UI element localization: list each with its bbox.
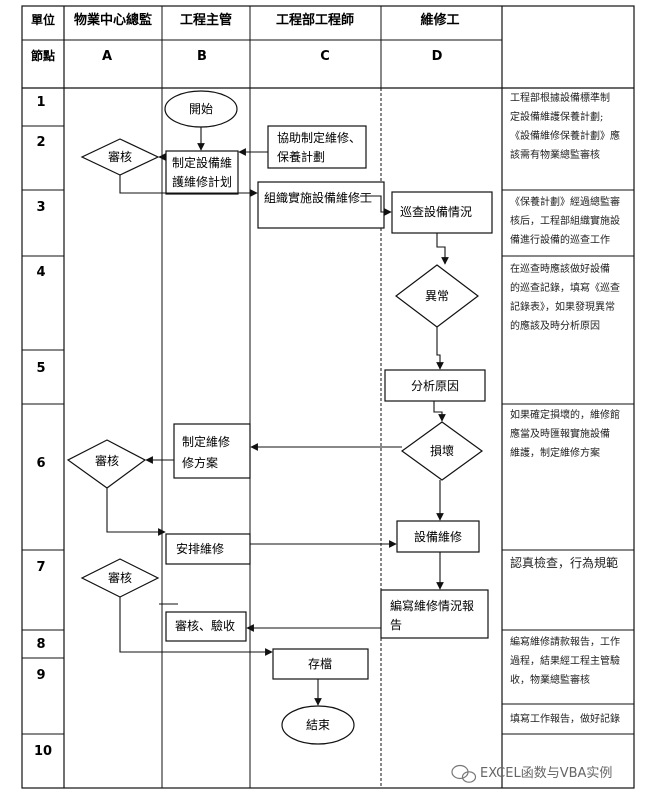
archive-process [272, 648, 369, 680]
note-separators [502, 189, 634, 735]
svg-text:《保養計劃》經過總監審: 《保養計劃》經過總監審 [510, 195, 620, 208]
row-separators [22, 125, 64, 735]
damage-decision [400, 421, 484, 481]
archive-label: 存檔 [308, 657, 332, 671]
wechat-icon [451, 764, 477, 783]
assist-process [267, 125, 367, 169]
start-label: 開始 [189, 102, 213, 116]
watermark: EXCEL函数与VBA实例 [451, 764, 612, 783]
svg-text:填寫工作報告，做好記錄: 填寫工作報告，做好記錄 [510, 712, 620, 725]
row-number-5: 5 [36, 361, 45, 376]
repair-plan-process [173, 423, 251, 479]
row-number-1: 1 [36, 95, 45, 110]
row-number-2: 2 [36, 135, 45, 150]
node-header: 節點 [31, 48, 55, 63]
row-number-8: 8 [36, 637, 45, 652]
svg-text:備進行設備的巡查工作: 備進行設備的巡查工作 [510, 233, 610, 246]
repair-plan-label-line2: 修方案 [182, 455, 218, 470]
report-label-line2: 告 [390, 618, 402, 632]
unit-header: 單位 [31, 12, 55, 27]
svg-text:該需有物業總監審核: 該需有物業總監審核 [510, 148, 600, 161]
end-terminal [281, 705, 355, 745]
analyze-label: 分析原因 [411, 379, 459, 393]
row-number-6: 6 [36, 456, 45, 471]
note-2: 《保養計劃》經過總監審 核后，工程部組織實施設 備進行設備的巡查工作 [510, 195, 620, 246]
lane-title-d: 維修工 [420, 12, 459, 28]
svg-text:記錄表》，如果發現異常: 記錄表》，如果發現異常 [510, 300, 615, 313]
svg-text:核后，工程部組織實施設: 核后，工程部組織實施設 [510, 214, 620, 227]
svg-text:編寫維修請款報告，工作: 編寫維修請款報告，工作 [510, 635, 620, 648]
plan-label-line1: 制定設備維 [172, 155, 232, 170]
svg-text:《設備維修保養計劃》應: 《設備維修保養計劃》應 [510, 129, 620, 142]
svg-text:的巡查記錄，填寫《巡查: 的巡查記錄，填寫《巡查 [510, 281, 620, 294]
note-7: 填寫工作報告，做好記錄 [510, 712, 620, 725]
lane-letter-a: A [102, 49, 112, 64]
lane-letter-b: B [197, 49, 207, 64]
svg-text:過程，結果經工程主管驗: 過程，結果經工程主管驗 [510, 654, 620, 667]
end-label: 結束 [306, 718, 330, 732]
arrange-label: 安排維修 [176, 541, 224, 556]
row-number-10: 10 [34, 744, 52, 759]
damage-label: 損壞 [430, 443, 454, 458]
lane-letter-d: D [432, 49, 443, 64]
note-6: 編寫維修請款報告，工作 過程，結果經工程主管驗 收，物業總監審核 [510, 635, 620, 686]
accept-label: 審核、驗收 [175, 618, 235, 633]
review-label-1: 審核 [108, 149, 132, 164]
plan-process [165, 150, 239, 195]
svg-text:定設備維護保養計劃;: 定設備維護保養計劃; [510, 110, 603, 123]
note-3: 在巡查時應該做好設備 的巡查記錄，填寫《巡查 記錄表》，如果發現異常 的應該及時… [510, 262, 620, 332]
lane-title-b: 工程主管 [180, 12, 232, 28]
review-label-3: 審核 [108, 570, 132, 585]
svg-text:認真檢查，行為規範: 認真檢查，行為規範 [510, 555, 618, 570]
note-1: 工程部根據設備標準制 定設備維護保養計劃; 《設備維修保養計劃》應 該需有物業總… [510, 91, 620, 161]
equipment-repair-label: 設備維修 [414, 529, 462, 544]
organize-label: 組織實施設備維修工 [264, 190, 372, 205]
accept-process [165, 611, 247, 642]
review-label-2: 審核 [95, 453, 119, 468]
row-number-9: 9 [36, 668, 45, 683]
row-number-3: 3 [36, 200, 45, 215]
svg-text:在巡查時應該做好設備: 在巡查時應該做好設備 [510, 262, 610, 275]
lane-title-c: 工程部工程師 [276, 12, 354, 28]
abnormal-label: 異常 [425, 289, 449, 303]
watermark-text: EXCEL函数与VBA实例 [480, 766, 612, 781]
repair-plan-label-line1: 制定維修 [182, 434, 230, 449]
assist-label-line1: 協助制定維修、 [277, 130, 361, 145]
svg-text:應當及時匯報實施設備: 應當及時匯報實施設備 [510, 427, 610, 440]
note-5: 認真檢查，行為規範 [510, 555, 618, 570]
analyze-process [384, 369, 486, 402]
svg-text:工程部根據設備標準制: 工程部根據設備標準制 [510, 91, 610, 104]
row-number-7: 7 [36, 560, 45, 575]
row-number-4: 4 [36, 265, 45, 280]
note-4: 如果確定損壞的，維修館 應當及時匯報實施設備 維護，制定維修方案 [510, 408, 620, 459]
svg-text:的應該及時分析原因: 的應該及時分析原因 [510, 319, 600, 332]
assist-label-line2: 保養計劃 [277, 149, 325, 164]
svg-text:如果確定損壞的，維修館: 如果確定損壞的，維修館 [510, 408, 620, 421]
lane-title-a: 物業中心總監 [74, 12, 152, 28]
report-process [380, 589, 489, 639]
lane-letter-c: C [320, 49, 330, 64]
arrange-process [165, 533, 251, 565]
organize-process [257, 181, 385, 229]
report-label-line1: 編寫維修情況報 [390, 598, 474, 613]
plan-label-line2: 護維修計划 [172, 174, 232, 189]
table-frame [21, 5, 635, 789]
connectors [106, 127, 449, 706]
equipment-repair-process [396, 520, 480, 553]
svg-text:維護，制定維修方案: 維護，制定維修方案 [510, 446, 600, 459]
svg-text:收，物業總監審核: 收，物業總監審核 [510, 673, 590, 686]
inspect-process [391, 191, 493, 234]
inspect-label: 巡查設備情況 [400, 204, 472, 219]
